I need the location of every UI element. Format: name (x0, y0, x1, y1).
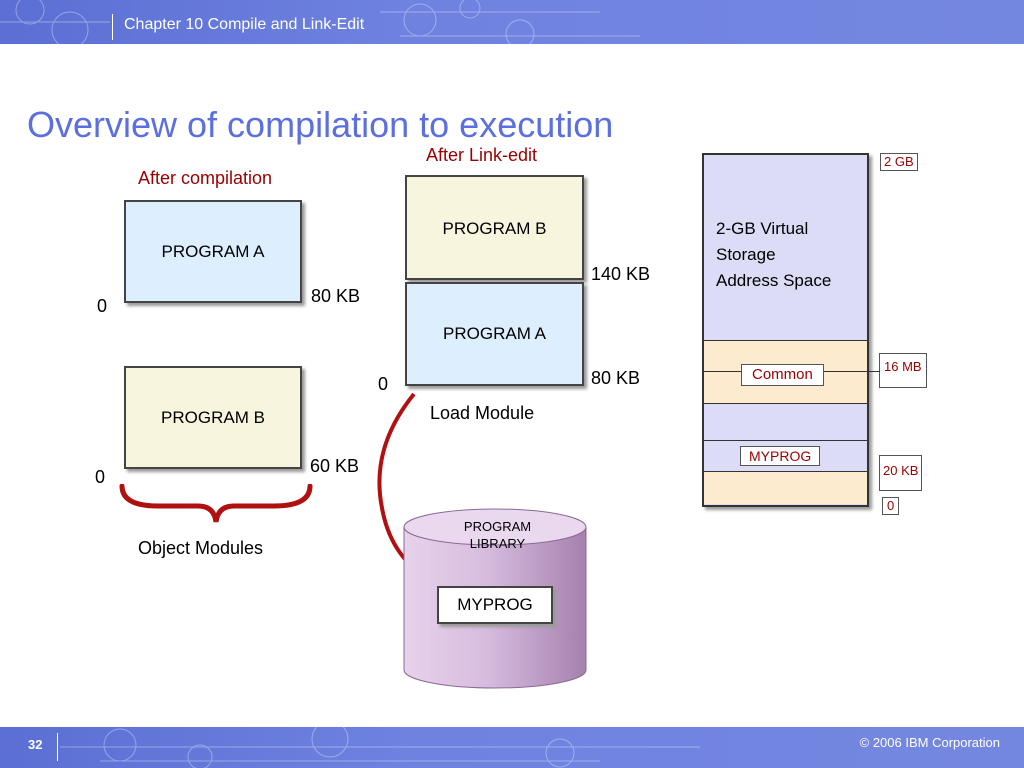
object-program-b-box: PROGRAM B (124, 366, 302, 469)
object-program-a-label: PROGRAM A (161, 241, 265, 261)
slide-title: Overview of compilation to execution (27, 104, 614, 145)
after-compilation-heading: After compilation (138, 168, 273, 188)
common-label: Common (741, 364, 824, 386)
address-space-description: 2-GB Virtual Storage Address Space (716, 216, 831, 294)
chapter-title: Chapter 10 Compile and Link-Edit (124, 16, 365, 33)
address-space-line2: Storage (716, 245, 776, 264)
load-program-b-end: 140 KB (591, 264, 651, 284)
load-program-b-label: PROGRAM B (442, 219, 547, 238)
library-member-label: MYPROG (457, 595, 533, 614)
mark-zero: 0 (882, 497, 900, 515)
page-number: 32 (28, 737, 43, 752)
copyright: © 2006 IBM Corporation (859, 735, 1000, 750)
address-space-line3: Address Space (716, 271, 832, 290)
header-bar: Chapter 10 Compile and Link-Edit (0, 0, 1024, 44)
object-program-b-end: 60 KB (310, 456, 360, 476)
load-module-caption: Load Module (430, 403, 535, 423)
load-program-a-label: PROGRAM A (443, 324, 546, 343)
load-program-a-end: 80 KB (591, 368, 641, 388)
myprog-label: MYPROG (740, 446, 821, 466)
program-library-title: PROGRAM LIBRARY (450, 518, 545, 552)
mark-16mb: 16 MB (879, 353, 927, 388)
object-program-a-start: 0 (97, 296, 108, 316)
footer-bar: 32 © 2006 IBM Corporation (0, 727, 1024, 768)
myprog-area (704, 471, 867, 504)
object-program-b-label: PROGRAM B (161, 407, 265, 427)
address-space-line1: 2-GB Virtual (716, 219, 809, 238)
object-program-a-box: PROGRAM A (124, 200, 302, 303)
program-library-title-line1: PROGRAM (463, 519, 532, 534)
mark-20kb: 20 KB (879, 455, 923, 491)
address-space-divider (704, 440, 867, 441)
mark-2gb: 2 GB (880, 153, 918, 171)
program-library-title-line2: LIBRARY (469, 536, 526, 551)
footer-separator (57, 733, 58, 761)
load-program-b-box: PROGRAM B (405, 175, 584, 280)
footer-pattern (60, 727, 700, 768)
after-link-edit-heading: After Link-edit (426, 145, 538, 165)
header-separator (112, 14, 113, 40)
library-member-myprog: MYPROG (437, 586, 553, 624)
object-program-a-end: 80 KB (311, 286, 361, 306)
object-modules-brace (119, 484, 313, 523)
mark-16mb-tick (866, 371, 880, 372)
load-program-a-start: 0 (378, 374, 389, 394)
load-program-a-box: PROGRAM A (405, 282, 584, 386)
object-program-b-start: 0 (95, 467, 106, 487)
header-pattern (0, 0, 640, 44)
object-modules-caption: Object Modules (138, 538, 264, 558)
